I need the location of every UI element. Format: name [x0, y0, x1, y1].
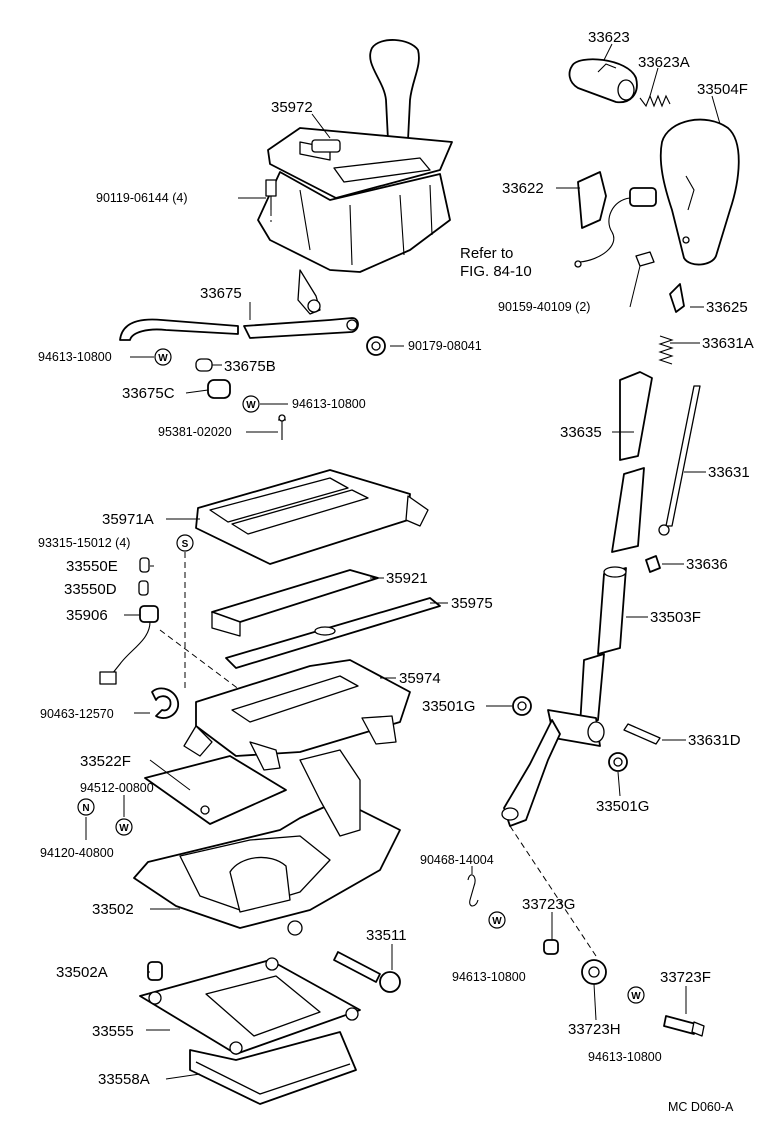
svg-text:W: W	[246, 400, 256, 411]
bushing-33501G-upper	[512, 696, 532, 716]
label-33631: 33631	[708, 464, 750, 481]
label-35975: 35975	[451, 595, 493, 612]
bolt-90119	[265, 179, 277, 222]
spring-33631A	[658, 335, 674, 365]
small-parts-middle-left: S	[99, 534, 241, 719]
svg-text:W: W	[158, 353, 168, 364]
label-35972: 35972	[271, 99, 313, 116]
label-33501G-lower: 33501G	[596, 798, 649, 815]
label-90468: 90468-14004	[420, 853, 494, 867]
cover-35971A	[195, 469, 429, 565]
svg-text:W: W	[631, 991, 641, 1002]
label-35906: 35906	[66, 607, 108, 624]
label-33631A: 33631A	[702, 335, 754, 352]
svg-text:N: N	[82, 803, 89, 814]
bolt-33511	[333, 951, 401, 993]
cable-33675	[119, 317, 359, 341]
label-refer-to: Refer to	[460, 245, 513, 262]
label-33675: 33675	[200, 285, 242, 302]
shift-lever-arm	[501, 653, 605, 827]
label-90159: 90159-40109 (2)	[498, 300, 590, 314]
label-33636: 33636	[686, 556, 728, 573]
label-33502A: 33502A	[56, 964, 108, 981]
label-33723H: 33723H	[568, 1021, 621, 1038]
svg-text:W: W	[119, 823, 129, 834]
label-94613-c: 94613-10800	[452, 970, 526, 984]
boot-33555	[139, 957, 361, 1105]
label-33522F: 33522F	[80, 753, 131, 770]
label-33675C: 33675C	[122, 385, 175, 402]
plates-35921-35975	[211, 569, 441, 669]
label-33504F: 33504F	[697, 81, 748, 98]
cover-33622	[577, 171, 607, 229]
label-35971A: 35971A	[102, 511, 154, 528]
label-33635: 33635	[560, 424, 602, 441]
label-95381: 95381-02020	[158, 425, 232, 439]
shift-knob-assembly	[257, 39, 453, 315]
label-33511: 33511	[366, 927, 407, 944]
label-33550D: 33550D	[64, 581, 117, 598]
label-33625: 33625	[706, 299, 748, 316]
label-33503F: 33503F	[650, 609, 701, 626]
part-labels: 35972 90119-06144 (4) 33675 94613-10800 …	[38, 29, 754, 1114]
label-33723G: 33723G	[522, 896, 575, 913]
label-35921: 35921	[386, 570, 428, 587]
label-90463: 90463-12570	[40, 707, 114, 721]
label-33501G-upper: 33501G	[422, 698, 475, 715]
label-33502: 33502	[92, 901, 134, 918]
base-33502	[133, 749, 401, 936]
small-parts-lower-left: W N	[77, 798, 163, 981]
nut-90179	[366, 336, 386, 356]
bushing-33501G-lower	[608, 752, 628, 772]
label-94613-d: 94613-10800	[588, 1050, 662, 1064]
label-33555: 33555	[92, 1023, 134, 1040]
label-33723F: 33723F	[660, 969, 711, 986]
label-94613-b: 94613-10800	[292, 397, 366, 411]
label-90119: 90119-06144 (4)	[96, 191, 188, 205]
label-33622: 33622	[502, 180, 544, 197]
rod-33631	[658, 385, 701, 536]
rod-33635	[611, 371, 653, 553]
bezel-35974	[183, 659, 411, 771]
label-33623: 33623	[588, 29, 630, 46]
small-parts-upper-left: W W	[154, 348, 286, 440]
label-33550E: 33550E	[66, 558, 118, 575]
leader-lines	[85, 43, 721, 1080]
switch-harness	[574, 187, 657, 268]
label-33558A: 33558A	[98, 1071, 150, 1088]
knob-33504F	[659, 118, 740, 266]
svg-text:W: W	[492, 916, 502, 927]
label-93315: 93315-15012 (4)	[38, 536, 130, 550]
spring-33623A	[639, 94, 671, 108]
label-94613-a: 94613-10800	[38, 350, 112, 364]
knob-button-33623	[568, 58, 638, 104]
label-fig-84-10: FIG. 84-10	[460, 263, 532, 280]
label-35974: 35974	[399, 670, 441, 687]
label-33631D: 33631D	[688, 732, 741, 749]
label-90179: 90179-08041	[408, 339, 482, 353]
label-94120: 94120-40800	[40, 846, 114, 860]
tube-33503F	[597, 566, 627, 655]
label-94512: 94512-00800	[80, 781, 154, 795]
clip-33636	[645, 555, 661, 573]
svg-text:S: S	[182, 539, 189, 550]
screw-90159	[635, 251, 655, 267]
label-33675B: 33675B	[224, 358, 276, 375]
pin-33631D	[623, 723, 661, 745]
button-33625	[669, 283, 685, 313]
lower-right-parts: W W	[467, 825, 705, 1037]
footer-code: MC D060-A	[668, 1100, 734, 1114]
label-33623A: 33623A	[638, 54, 690, 71]
